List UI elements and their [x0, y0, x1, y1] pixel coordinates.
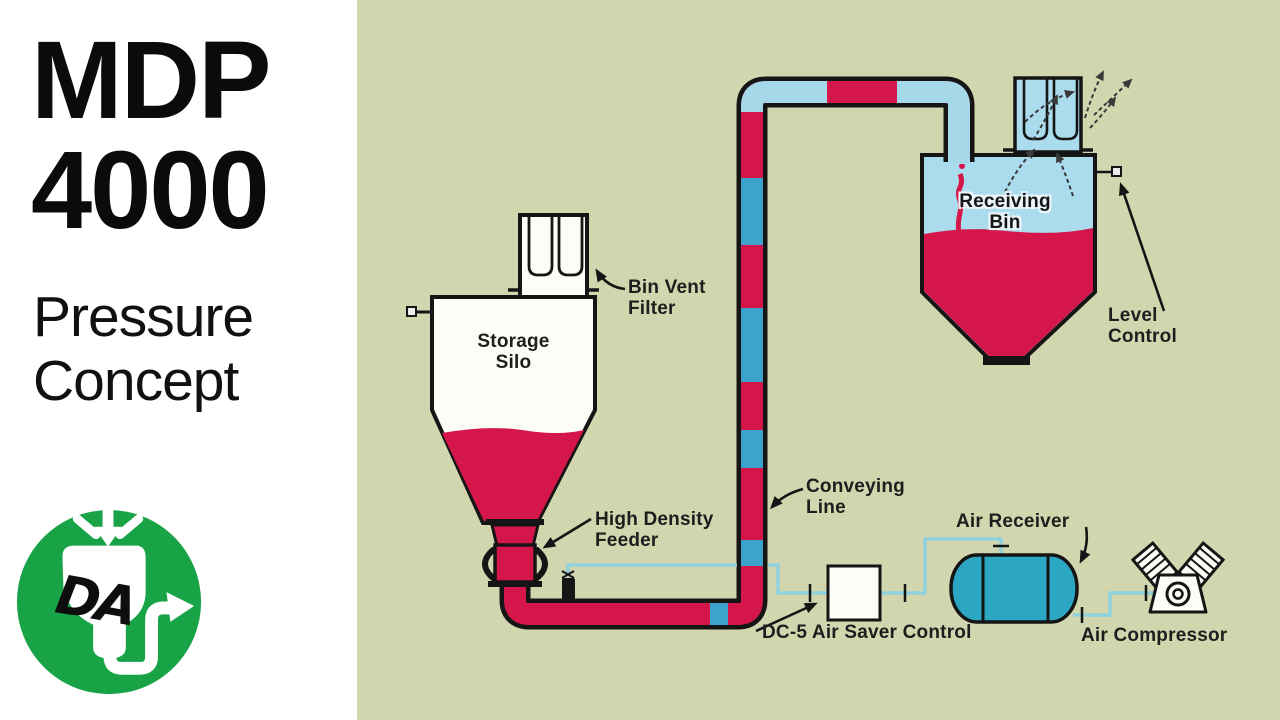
silo-filter-elements — [527, 217, 584, 277]
page-subtitle: Pressure Concept — [33, 285, 357, 414]
diagram-scene — [406, 70, 1226, 633]
high-density-feeder — [482, 519, 548, 587]
dc5-arrow-icon — [755, 602, 818, 633]
logo-pipe — [103, 601, 172, 675]
pipe-light-section — [741, 81, 827, 112]
dc5-control-box — [826, 564, 882, 622]
level-control-arrow-icon — [1119, 182, 1166, 312]
silo-side-sensor — [406, 306, 434, 317]
storage-silo-label: Storage Silo — [477, 331, 550, 374]
level-control-label: Level Control — [1108, 305, 1177, 348]
bin-vent-filter-arrow-icon — [595, 268, 626, 291]
storage-silo — [406, 213, 599, 587]
logo-hopper-shape — [62, 545, 146, 659]
storage-silo-material — [442, 428, 584, 521]
air-compressor-label: Air Compressor — [1081, 625, 1228, 646]
silo-vent-filter-housing — [518, 213, 589, 299]
bin-filter-elements — [1022, 79, 1079, 141]
conveying-line-arrow-icon — [769, 487, 804, 510]
conveying-line-label: Conveying Line — [806, 476, 905, 519]
conveying-line-pipe — [499, 76, 975, 630]
diagram-panel: Storage Silo Bin Vent Filter High Densit… — [357, 0, 1280, 720]
brand-logo: DA — [16, 508, 202, 695]
receiving-bin — [920, 148, 1097, 365]
logo-down-arrowhead-icon — [94, 526, 122, 547]
high-density-feeder-label: High Density Feeder — [595, 509, 714, 552]
title-line-1: MDP — [31, 19, 271, 142]
subtitle-line-1: Pressure — [33, 285, 254, 349]
air-receiver-arrow-icon — [1079, 526, 1091, 564]
bin-vent-filter-label: Bin Vent Filter — [628, 277, 706, 320]
level-control-sensor — [1095, 166, 1122, 177]
receiving-bin-label: Receiving Bin — [959, 191, 1051, 234]
air-receiver-tank — [949, 553, 1079, 624]
subtitle-line-2: Concept — [33, 348, 239, 413]
logo-right-arrow-icon — [166, 592, 195, 622]
airflow-arrows-icon — [1004, 70, 1133, 197]
logo-monogram: DA — [51, 563, 139, 639]
air-injection-valve — [561, 570, 575, 602]
valve-ticks — [808, 544, 1148, 623]
spurt-drop — [959, 163, 965, 169]
pipe-air-slugs — [710, 178, 763, 625]
receiving-bin-foot — [983, 356, 1030, 365]
dc5-label: DC-5 Air Saver Control — [762, 622, 972, 643]
title-line-2: 4000 — [31, 129, 270, 252]
left-panel: MDP 4000 Pressure Concept DA — [0, 0, 357, 720]
air-compressor-unit — [1130, 540, 1226, 614]
label-arrows — [542, 182, 1166, 633]
receiving-bin-vent-filter — [1003, 70, 1133, 197]
air-line — [566, 537, 1162, 617]
material-spurt — [955, 173, 965, 235]
pipe-light-section — [897, 81, 970, 164]
logo-chevrons-icon — [72, 514, 144, 540]
receiving-bin-material — [924, 228, 1093, 356]
air-receiver-label: Air Receiver — [956, 511, 1070, 532]
high-density-feeder-arrow-icon — [542, 517, 592, 549]
air-system — [561, 537, 1226, 624]
page-title: MDP 4000 — [31, 26, 357, 246]
